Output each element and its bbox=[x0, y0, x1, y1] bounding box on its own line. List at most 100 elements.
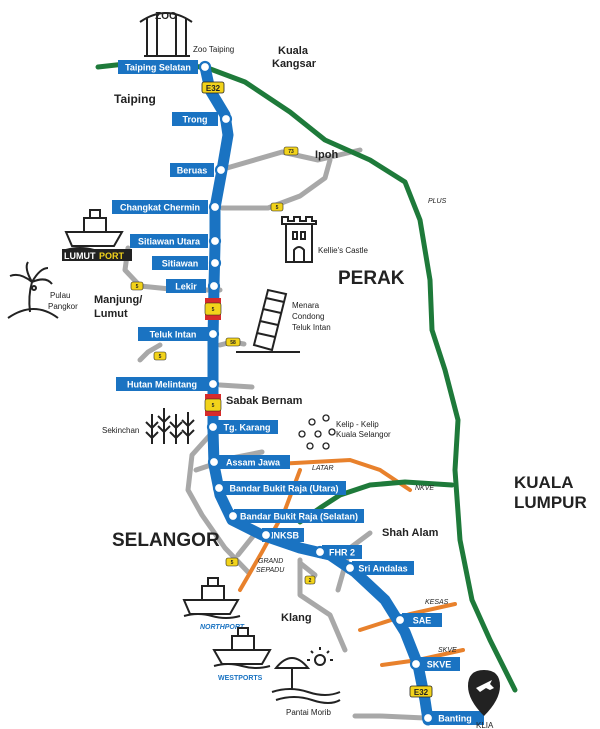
region-perak: PERAK bbox=[338, 268, 405, 289]
interchange-sae[interactable]: SAE bbox=[402, 613, 442, 627]
town-kuala-kangsar-1: Kuala bbox=[278, 45, 309, 57]
node-fhr2 bbox=[313, 545, 327, 559]
town-klang: Klang bbox=[281, 612, 312, 624]
node-sae bbox=[393, 613, 407, 627]
interchange-banting[interactable]: Banting bbox=[426, 711, 484, 725]
road-sekinchan-klang bbox=[185, 432, 251, 575]
route-5-shield-selangor: 5 bbox=[225, 557, 239, 567]
node-changkat-chermin bbox=[208, 200, 222, 214]
landmark-kelip-1: Kelip - Kelip bbox=[336, 420, 379, 429]
interchange-labels: Taiping Selatan Trong Beruas Changkat Ch… bbox=[112, 60, 484, 725]
interchange-bbr-selatan[interactable]: Bandar Bukit Raja (Selatan) bbox=[234, 509, 364, 523]
interchange-lekir[interactable]: Lekir bbox=[166, 279, 206, 293]
northport-ship-icon bbox=[182, 577, 241, 619]
town-taiping: Taiping bbox=[114, 92, 156, 106]
town-ipoh: Ipoh bbox=[315, 149, 338, 161]
svg-text:5: 5 bbox=[136, 284, 139, 290]
interchange-beruas[interactable]: Beruas bbox=[170, 163, 214, 177]
node-sri-andalas bbox=[343, 561, 357, 575]
road-beruas-ipoh bbox=[217, 147, 363, 173]
svg-text:Banting: Banting bbox=[438, 714, 472, 724]
e32-shield-top: E32 bbox=[201, 81, 225, 94]
town-manjung-2: Lumut bbox=[94, 308, 128, 320]
route-5-shield-red-lower: 5 bbox=[204, 394, 222, 416]
palm-tree-icon bbox=[7, 261, 59, 319]
interchange-changkat-chermin[interactable]: Changkat Chermin bbox=[112, 200, 208, 214]
landmark-menara-3: Teluk Intan bbox=[292, 323, 331, 332]
road-label-grand-1: GRAND bbox=[258, 558, 283, 565]
node-bbr-selatan bbox=[226, 509, 240, 523]
interchange-sri-andalas[interactable]: Sri Andalas bbox=[352, 561, 414, 575]
road-label-skve: SKVE bbox=[438, 647, 457, 654]
road-label-nkve: NKVE bbox=[415, 485, 434, 492]
town-sabak-bernam: Sabak Bernam bbox=[226, 395, 303, 407]
node-sitiawan bbox=[208, 256, 222, 270]
svg-text:Sitiawan: Sitiawan bbox=[162, 259, 199, 269]
svg-text:Sitiawan Utara: Sitiawan Utara bbox=[138, 237, 201, 247]
route-2-shield: 2 bbox=[304, 575, 316, 585]
svg-text:Sri Andalas: Sri Andalas bbox=[358, 564, 407, 574]
beach-umbrella-icon bbox=[271, 647, 341, 704]
firefly-icon bbox=[298, 414, 336, 450]
region-kuala-lumpur-1: KUALA bbox=[514, 473, 574, 492]
node-banting bbox=[421, 711, 435, 725]
svg-text:Beruas: Beruas bbox=[177, 166, 208, 176]
svg-text:5: 5 bbox=[159, 354, 162, 360]
svg-text:5: 5 bbox=[212, 307, 215, 313]
node-teluk-intan bbox=[206, 327, 220, 341]
paddy-icon bbox=[145, 408, 195, 444]
interchange-sitiawan-utara[interactable]: Sitiawan Utara bbox=[130, 234, 208, 248]
node-sitiawan-utara bbox=[208, 234, 222, 248]
landmark-kellies-castle: Kellie's Castle bbox=[318, 246, 369, 255]
leaning-tower-icon bbox=[236, 288, 300, 353]
road-label-grand-2: SEPADU bbox=[256, 567, 285, 574]
interchange-nnksb[interactable]: NNKSB bbox=[262, 528, 304, 542]
region-selangor: SELANGOR bbox=[112, 530, 220, 551]
svg-text:2: 2 bbox=[309, 578, 312, 584]
route-5-shield-changkat: 5 bbox=[270, 202, 284, 212]
plus-main-line bbox=[95, 61, 518, 693]
node-beruas bbox=[214, 163, 228, 177]
route-73-shield: 73 bbox=[283, 146, 299, 156]
interchange-taiping-selatan[interactable]: Taiping Selatan bbox=[118, 60, 198, 74]
svg-text:SKVE: SKVE bbox=[427, 660, 452, 670]
lumut-ship-icon bbox=[64, 209, 124, 253]
road-label-kesas: KESAS bbox=[425, 599, 449, 606]
landmark-northport: NORTHPORT bbox=[200, 624, 245, 631]
westports-ship-icon bbox=[212, 627, 272, 669]
landmark-pulau-pangkor-1: Pulau bbox=[50, 291, 70, 300]
node-hutan-melintang bbox=[206, 377, 220, 391]
node-nnksb bbox=[259, 528, 273, 542]
svg-text:Lekir: Lekir bbox=[175, 282, 197, 292]
node-taiping-selatan bbox=[198, 60, 212, 74]
interchange-bbr-utara[interactable]: Bandar Bukit Raja (Utara) bbox=[222, 481, 346, 495]
town-kuala-kangsar-2: Kangsar bbox=[272, 58, 317, 70]
interchange-assam-jawa[interactable]: Assam Jawa bbox=[216, 455, 290, 469]
svg-text:Taiping Selatan: Taiping Selatan bbox=[125, 63, 191, 73]
zoo-arch-icon: ZOO bbox=[139, 11, 193, 57]
svg-text:Teluk Intan: Teluk Intan bbox=[150, 330, 197, 340]
landmark-kelip-2: Kuala Selangor bbox=[336, 430, 391, 439]
route-5-shield-lekir: 5 bbox=[130, 281, 144, 291]
svg-text:Bandar Bukit Raja (Utara): Bandar Bukit Raja (Utara) bbox=[229, 484, 338, 494]
svg-text:E32: E32 bbox=[414, 688, 429, 697]
lumut-port-text-2: PORT bbox=[99, 251, 125, 261]
interchange-skve[interactable]: SKVE bbox=[418, 657, 460, 671]
node-assam-jawa bbox=[207, 455, 221, 469]
route-58-shield: 58 bbox=[225, 337, 241, 347]
node-lekir bbox=[207, 279, 221, 293]
interchange-teluk-intan[interactable]: Teluk Intan bbox=[138, 327, 208, 341]
svg-text:NNKSB: NNKSB bbox=[267, 531, 300, 541]
interchange-fhr2[interactable]: FHR 2 bbox=[322, 545, 362, 559]
interchange-hutan-melintang[interactable]: Hutan Melintang bbox=[116, 377, 208, 391]
interchange-trong[interactable]: Trong bbox=[172, 112, 218, 126]
route-5-shield-teluk-west: 5 bbox=[153, 351, 167, 361]
interchange-tg-karang[interactable]: Tg. Karang bbox=[216, 420, 278, 434]
node-tg-karang bbox=[206, 420, 220, 434]
interchange-sitiawan[interactable]: Sitiawan bbox=[152, 256, 208, 270]
svg-text:E32: E32 bbox=[206, 84, 221, 93]
landmark-menara-2: Condong bbox=[292, 312, 324, 321]
road-label-latar: LATAR bbox=[312, 465, 334, 472]
svg-text:FHR 2: FHR 2 bbox=[329, 548, 355, 558]
